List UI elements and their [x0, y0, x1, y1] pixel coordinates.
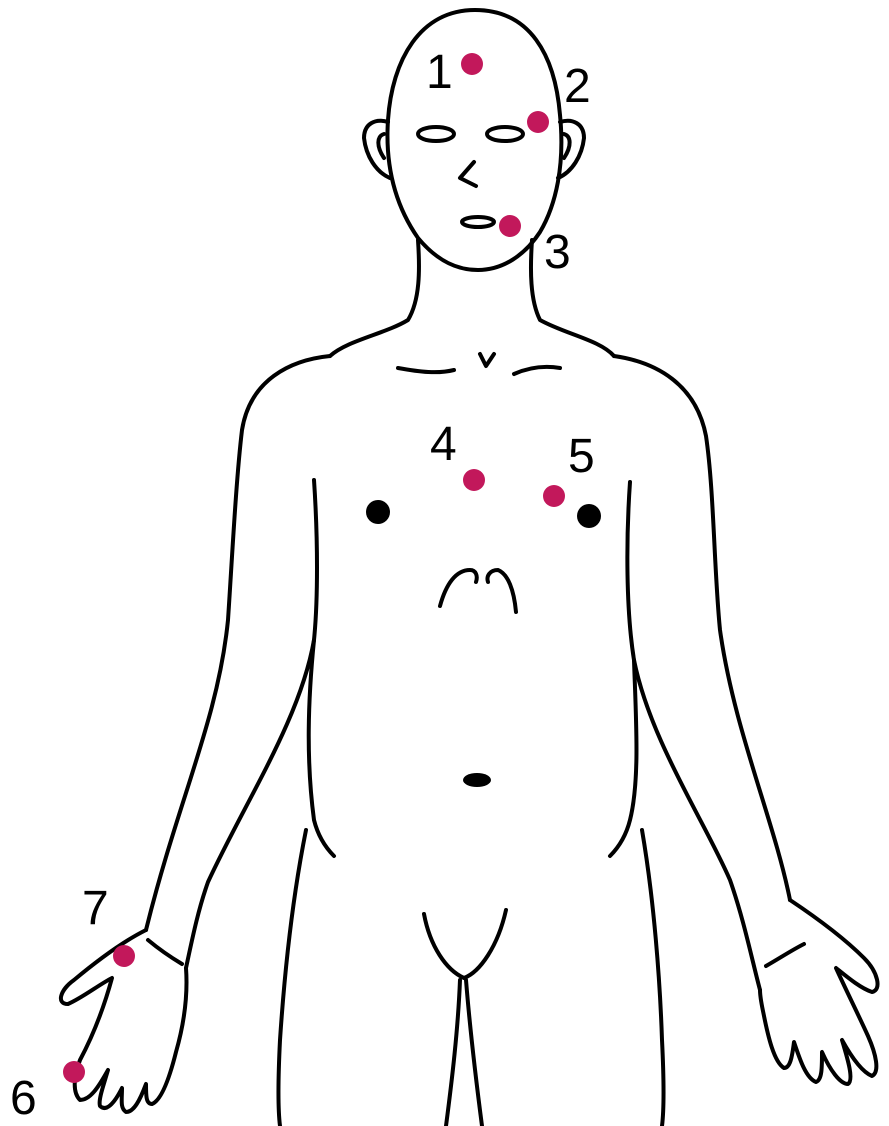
right-ear-inner — [564, 134, 570, 158]
left-leg-outer — [279, 830, 307, 1126]
right-hand — [760, 900, 878, 1084]
torso-right — [610, 660, 637, 856]
right-collarbone — [514, 367, 560, 374]
right-arm-inner — [627, 482, 760, 990]
torso-left — [309, 640, 334, 856]
nose — [460, 162, 476, 186]
marker-dot-5 — [543, 485, 565, 507]
left-nipple — [366, 500, 390, 524]
sternal-notch — [480, 354, 494, 366]
left-palm-crease — [148, 940, 182, 964]
ribcage-arch-left — [440, 570, 477, 606]
left-eye — [418, 127, 454, 141]
marker-label-4: 4 — [430, 418, 457, 471]
navel — [463, 773, 491, 787]
marker-label-3: 3 — [544, 226, 571, 279]
left-ear-inner — [378, 134, 384, 158]
ribcage-arch-right — [487, 570, 516, 612]
marker-dot-7 — [113, 945, 135, 967]
head-outline — [387, 10, 561, 270]
marker-label-6: 6 — [10, 1072, 37, 1125]
right-leg-inner — [466, 980, 482, 1126]
marker-dot-3 — [499, 215, 521, 237]
marker-dot-6 — [63, 1061, 85, 1083]
left-leg-inner — [446, 980, 460, 1126]
marker-dot-1 — [461, 53, 483, 75]
body — [61, 240, 878, 1126]
marker-dot-2 — [527, 111, 549, 133]
right-nipple — [577, 504, 601, 528]
left-collarbone — [398, 368, 454, 372]
marker-label-5: 5 — [568, 430, 595, 483]
marker-dot-4 — [463, 469, 485, 491]
mouth — [462, 217, 494, 227]
marker-label-2: 2 — [564, 60, 591, 113]
marker-label-1: 1 — [426, 46, 453, 99]
right-shoulder-arm-outer — [614, 356, 790, 900]
marker-label-7: 7 — [82, 882, 109, 935]
groin — [424, 910, 506, 978]
right-eye — [487, 127, 523, 141]
neck-left — [330, 240, 419, 356]
right-palm-crease — [766, 944, 804, 966]
right-leg-outer — [642, 830, 664, 1126]
